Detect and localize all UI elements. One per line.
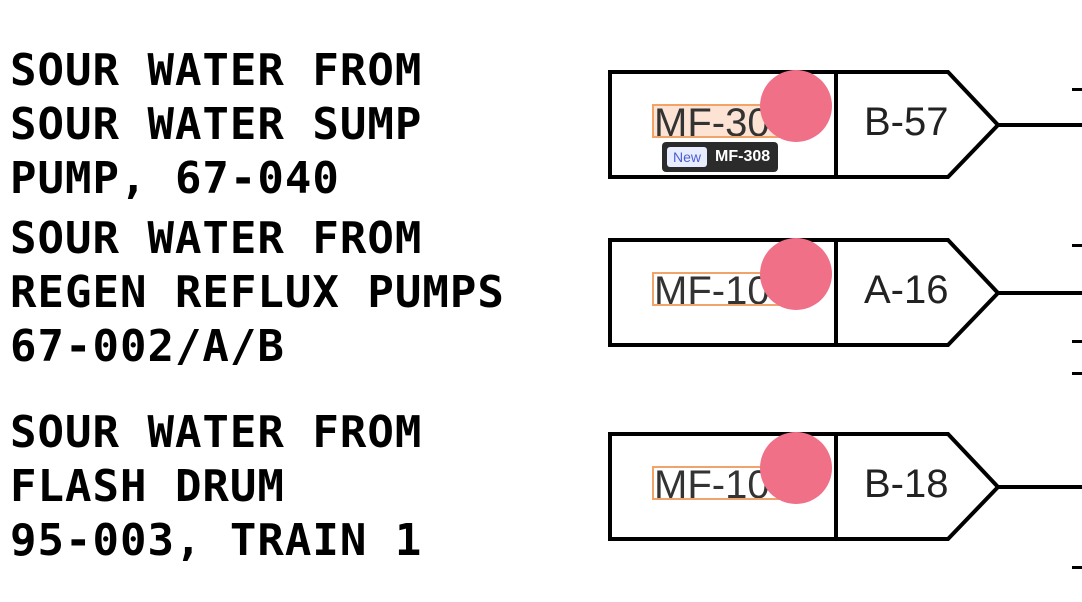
drawing-reference-label: A-16 — [864, 268, 949, 312]
drawing-reference-label: B-18 — [864, 462, 949, 506]
annotation-marker[interactable] — [760, 432, 832, 504]
source-line: SOUR WATER SUMP — [10, 99, 423, 150]
source-line: PUMP, 67-040 — [10, 153, 340, 204]
source-line: FLASH DRUM — [10, 461, 285, 512]
tag-tooltip: New MF-308 — [662, 142, 779, 172]
annotation-marker[interactable] — [760, 70, 832, 142]
source-line: SOUR WATER FROM — [10, 45, 423, 96]
source-description-3: SOUR WATER FROM FLASH DRUM 95-003, TRAIN… — [10, 406, 422, 568]
edge-glyph-fragment — [1072, 340, 1082, 343]
source-description-2: SOUR WATER FROM REGEN REFLUX PUMPS 67-00… — [10, 212, 505, 374]
source-line: 67-002/A/B — [10, 321, 285, 372]
source-description-1: SOUR WATER FROM SOUR WATER SUMP PUMP, 67… — [10, 44, 422, 206]
edge-glyph-fragment — [1072, 566, 1082, 569]
source-line: SOUR WATER FROM — [10, 407, 423, 458]
edge-glyph-fragment — [1072, 244, 1082, 247]
mf-tag-label[interactable]: MF-30 — [652, 104, 780, 138]
connector-shape — [608, 70, 1082, 179]
new-badge: New — [667, 147, 708, 167]
offpage-connector-2: MF-10 A-16 — [608, 238, 1082, 348]
connector-shape — [608, 432, 1082, 541]
connector-shape — [608, 238, 1082, 347]
drawing-reference-label: B-57 — [864, 100, 949, 144]
annotation-marker[interactable] — [760, 238, 832, 310]
source-line: 95-003, TRAIN 1 — [10, 515, 423, 566]
source-line: REGEN REFLUX PUMPS — [10, 267, 505, 318]
offpage-connector-1: MF-30 B-57 New MF-308 — [608, 70, 1082, 180]
edge-glyph-fragment — [1072, 372, 1082, 375]
edge-glyph-fragment — [1072, 88, 1082, 91]
offpage-connector-3: MF-10 B-18 — [608, 432, 1082, 542]
source-line: SOUR WATER FROM — [10, 213, 423, 264]
tooltip-text: MF-308 — [715, 148, 771, 165]
mf-tag-label[interactable]: MF-10 — [652, 466, 780, 500]
